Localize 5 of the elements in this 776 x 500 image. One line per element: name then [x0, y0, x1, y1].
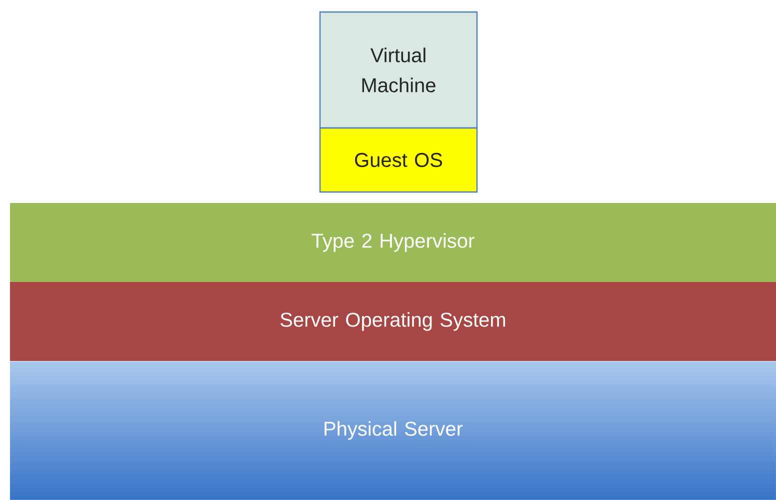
guest-os-box: Guest OS: [319, 127, 478, 193]
operating-system-layer: Server Operating System: [10, 282, 776, 361]
hypervisor-layer: Type 2 Hypervisor: [10, 203, 776, 282]
virtual-machine-box: Virtual Machine: [319, 11, 478, 129]
physical-server-layer: Physical Server: [324, 421, 463, 440]
